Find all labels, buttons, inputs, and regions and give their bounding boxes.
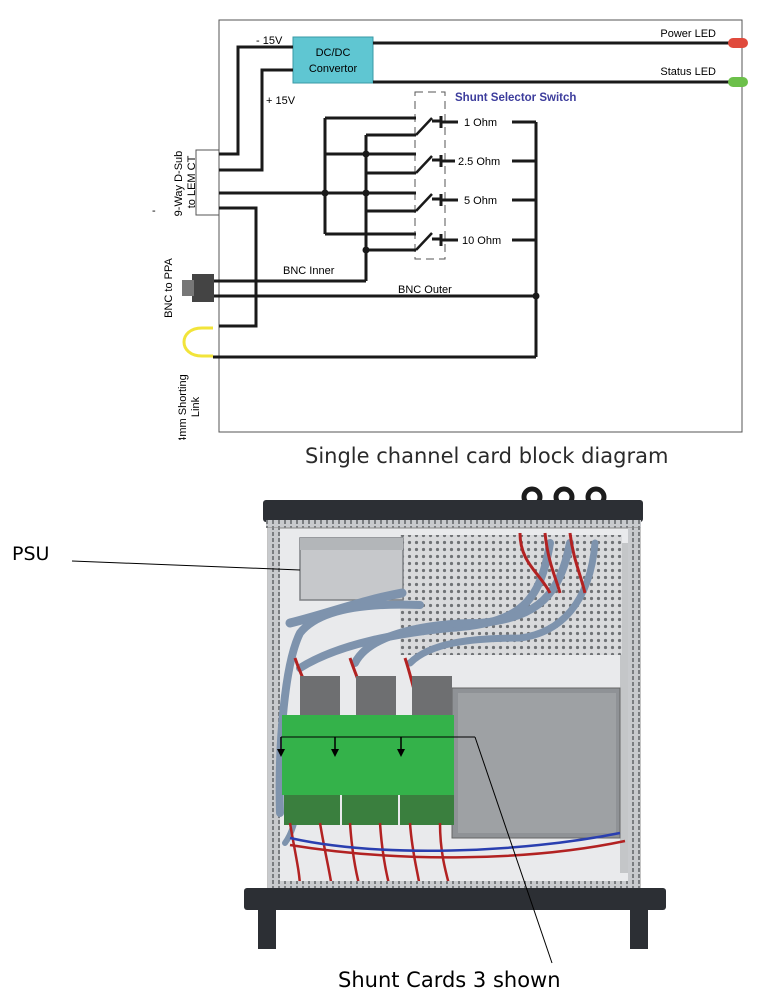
shunt-card-3 (398, 676, 454, 825)
shorting-link-icon (182, 326, 213, 358)
shunt-row-1: 1 Ohm (325, 116, 536, 137)
shunt-cards-label: Shunt Cards 3 shown (338, 968, 561, 992)
shunt-label-1: 1 Ohm (464, 117, 497, 129)
dcdc-converter-box (292, 36, 374, 84)
shunt-cards (277, 676, 475, 825)
bnc-connector-icon (192, 274, 214, 302)
shunt-label-3: 5 Ohm (464, 195, 497, 207)
diagram-caption: Single channel card block diagram (305, 444, 669, 468)
psu-pointer-line (71, 560, 301, 571)
bnc-outer-label: BNC Outer (398, 284, 452, 296)
shunt-selector-frame (414, 91, 446, 260)
minus-15v-label: - 15V (256, 35, 283, 47)
power-led-label: Power LED (660, 28, 716, 40)
chassis-photo (71, 486, 666, 964)
shunt-label-4: 10 Ohm (462, 235, 501, 247)
dsub-dot: - (152, 205, 156, 217)
shunt-row-4: 10 Ohm (325, 232, 536, 254)
shunt-card-2 (340, 676, 398, 825)
status-led-label: Status LED (660, 66, 716, 78)
shunt-card-1 (282, 676, 340, 825)
power-led-icon (728, 38, 748, 48)
status-led-icon (728, 77, 748, 87)
diagram-border (218, 19, 743, 433)
shorting-link-label: 4mm Shorting Link (177, 371, 202, 440)
bnc-ppa-label: BNC to PPA (163, 257, 175, 317)
psu-label: PSU (12, 543, 50, 565)
dsub-label: 9-Way D-Sub to LEM CT (173, 148, 198, 217)
plus-15v-label: + 15V (266, 95, 296, 107)
shunt-label-2: 2.5 Ohm (458, 156, 500, 168)
dcdc-label-line1: DC/DC (316, 47, 351, 59)
shunt-row-3: 5 Ohm (325, 189, 536, 213)
dcdc-label-line2: Convertor (309, 63, 358, 75)
shunt-row-2: 2.5 Ohm (325, 150, 536, 175)
shunt-selector-title: Shunt Selector Switch (455, 92, 576, 104)
shunt-pointer-line (474, 736, 553, 964)
bnc-inner-label: BNC Inner (283, 265, 335, 277)
block-diagram: DC/DC Convertor Power LED Status LED - 1… (152, 19, 748, 440)
